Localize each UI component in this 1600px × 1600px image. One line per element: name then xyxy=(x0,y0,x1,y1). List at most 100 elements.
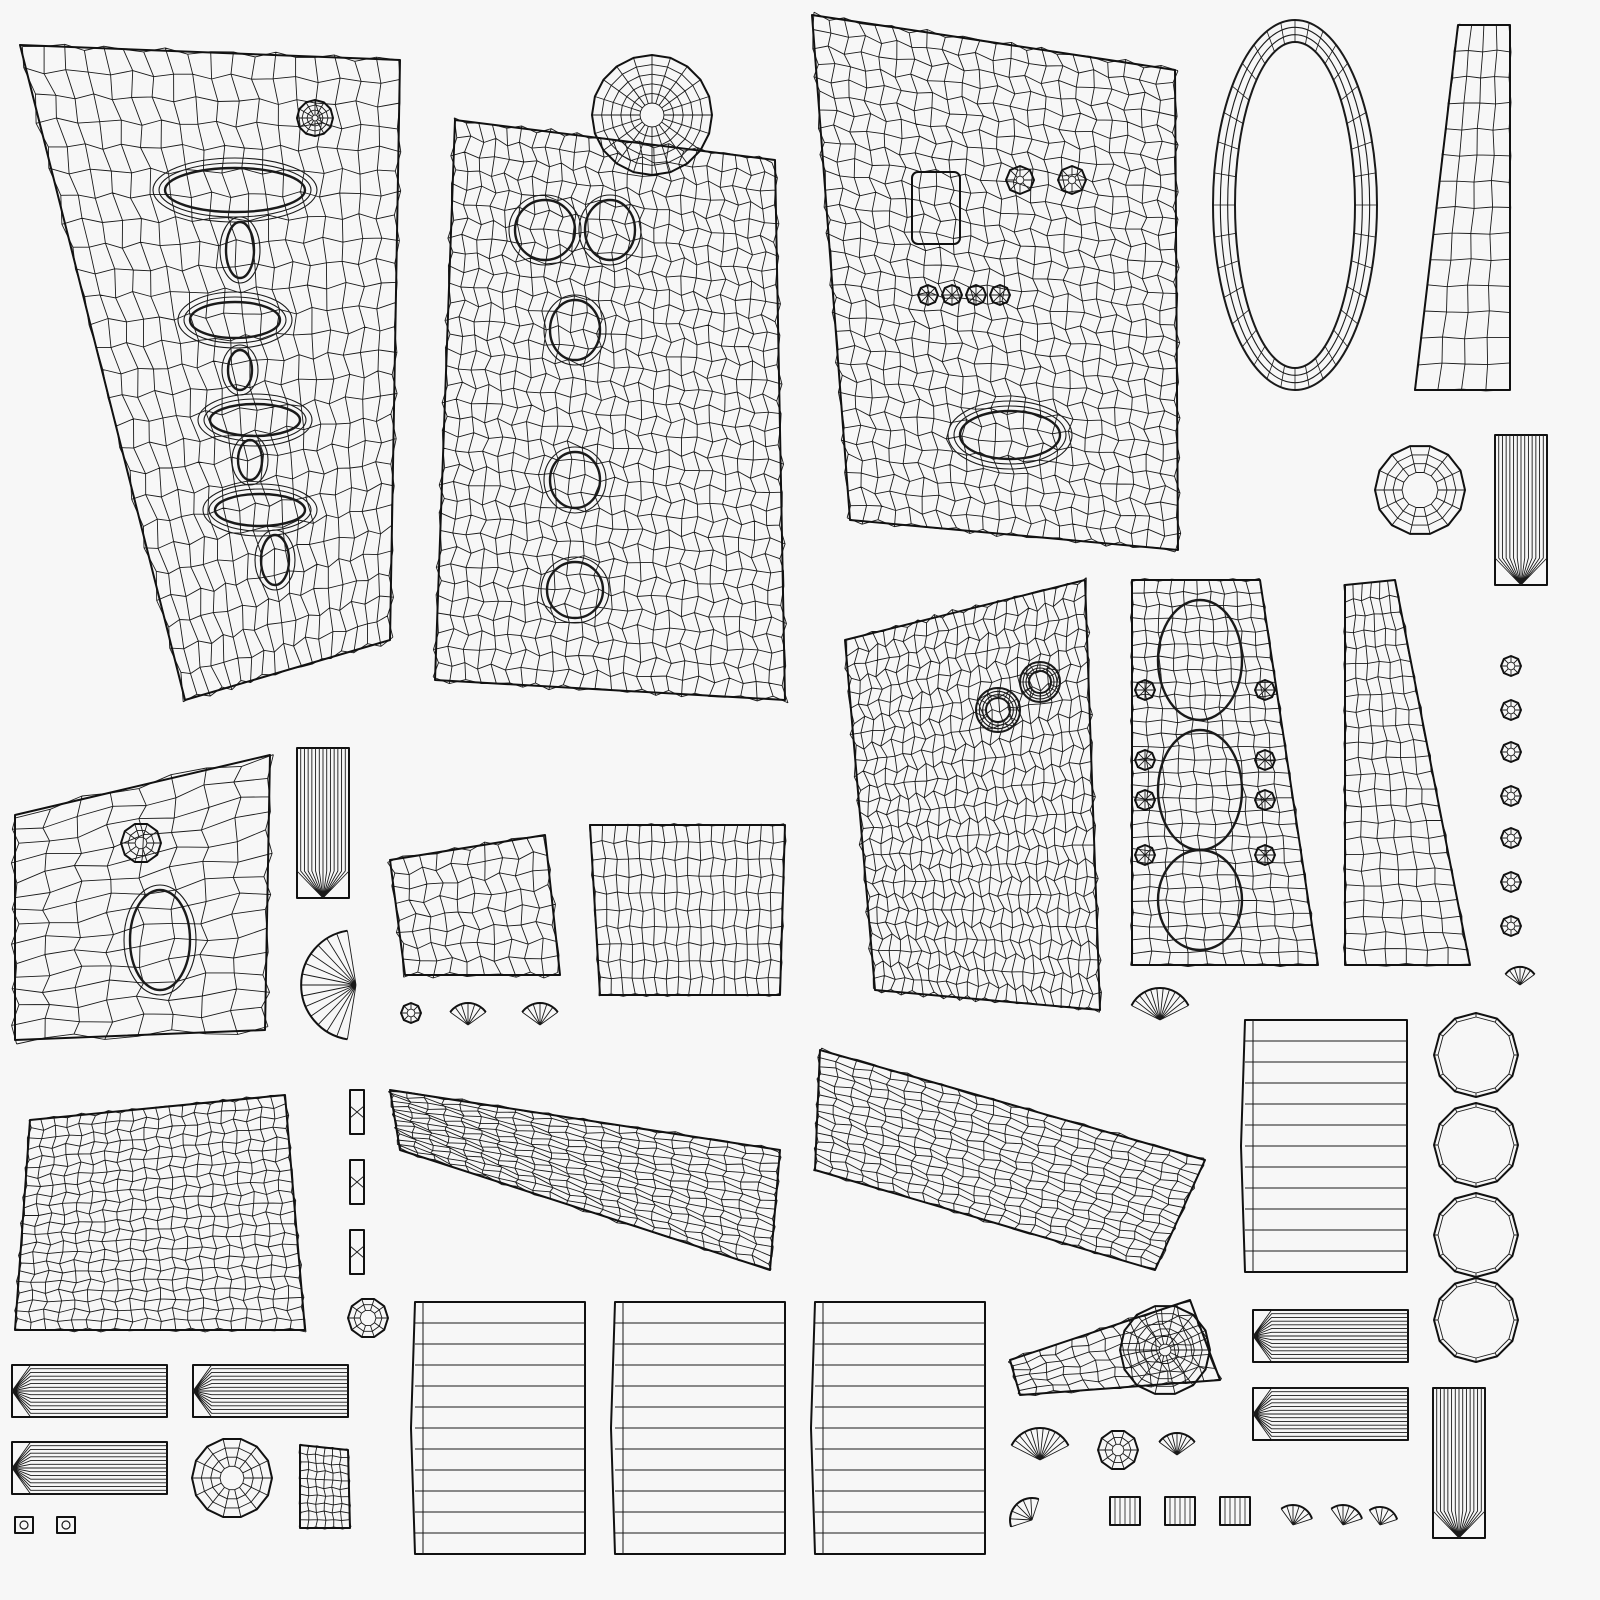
tag-piece-1 xyxy=(349,1159,365,1205)
torso-front-panel-cutout xyxy=(543,294,607,366)
back-eye-left xyxy=(1005,165,1035,195)
heel-piece xyxy=(298,1443,352,1530)
tube-top xyxy=(296,747,350,899)
octagon-bead-1 xyxy=(1500,699,1522,721)
round-cap-2 xyxy=(1374,445,1466,535)
back-button-0 xyxy=(917,284,939,306)
tag-piece-2 xyxy=(349,1229,365,1275)
side-strip xyxy=(1413,23,1512,392)
torso-left-panel-mesh xyxy=(21,43,402,703)
torso-left-panel-cutout xyxy=(236,438,264,482)
fan-a xyxy=(1130,987,1190,1021)
torso-left-panel-cutout xyxy=(158,162,312,218)
uv-islands-group xyxy=(10,11,1548,1555)
side-strip-border xyxy=(1414,24,1511,391)
octagon-bead-2 xyxy=(1500,741,1522,763)
chain-panel-cutout xyxy=(1156,728,1244,852)
octagon-bead-6 xyxy=(1500,915,1522,937)
back-button-1 xyxy=(941,284,963,306)
knuckle-panel xyxy=(387,834,561,979)
torso-front-panel-cutout xyxy=(583,198,637,262)
torso-front-panel-cutout xyxy=(548,298,602,362)
shoulder-ring-b xyxy=(1019,661,1061,703)
chain-panel xyxy=(1130,578,1319,967)
wheel-piece xyxy=(347,1298,389,1338)
wheel-piece-2 xyxy=(1097,1430,1139,1470)
tube-bottom-right xyxy=(1432,1387,1486,1539)
torso-back-panel-cutout xyxy=(947,400,1073,470)
chain-stud-r-0 xyxy=(1254,679,1276,701)
torso-left-panel-cutout xyxy=(259,533,291,587)
torso-left-panel xyxy=(19,43,402,703)
chain-stud-r-2 xyxy=(1254,789,1276,811)
pouch-wing-mesh xyxy=(1007,1300,1223,1397)
torso-front-collar xyxy=(591,54,713,176)
torso-left-rivet xyxy=(296,99,334,137)
torso-left-panel-cutout xyxy=(203,398,307,442)
knuckle-panel-mesh xyxy=(387,835,560,979)
bracket-rivet xyxy=(120,823,162,863)
tube-e xyxy=(1252,1387,1409,1441)
torso-left-panel-cutout xyxy=(221,344,259,396)
chain-stud-l-0 xyxy=(1134,679,1156,701)
cuff-panel-border xyxy=(589,824,786,996)
octagon-small xyxy=(400,1002,422,1024)
fan-j xyxy=(1368,1505,1399,1526)
tube-c xyxy=(11,1441,168,1495)
boot-strip xyxy=(1343,579,1471,967)
pouch-wing xyxy=(1007,1299,1223,1397)
fan-f xyxy=(1009,1497,1040,1528)
side-strip-mesh xyxy=(1413,23,1512,392)
fan-i xyxy=(1330,1503,1363,1526)
octagon-bead-5 xyxy=(1500,871,1522,893)
torso-left-panel-cutout xyxy=(231,434,269,486)
belt-ring xyxy=(1212,19,1378,391)
back-pocket xyxy=(911,171,961,245)
tube-b xyxy=(192,1364,349,1418)
torso-left-panel-cutout xyxy=(177,291,293,349)
sleeve-right xyxy=(813,1047,1206,1271)
tube-a xyxy=(11,1364,168,1418)
boot-strip-border xyxy=(1344,579,1471,966)
fan-b xyxy=(1010,1427,1070,1461)
bracket-left-cutout xyxy=(123,884,197,996)
torso-front-panel-cutout xyxy=(548,450,602,510)
plank-strip-b xyxy=(610,1301,786,1555)
heel-piece-mesh xyxy=(298,1443,352,1530)
chain-stud-r-1 xyxy=(1254,749,1276,771)
cuff-panel-mesh xyxy=(588,823,787,997)
shoulder-panel-border xyxy=(844,579,1101,1011)
torso-front-panel-cutout xyxy=(578,194,642,266)
back-button-2 xyxy=(965,284,987,306)
torso-front-panel-cutout xyxy=(545,560,605,620)
torso-left-panel-cutout xyxy=(208,488,312,532)
bracket-left-cutout xyxy=(128,888,192,992)
heel-piece-border xyxy=(299,1444,351,1529)
link-ring-0 xyxy=(1433,1012,1519,1098)
torso-front-panel xyxy=(432,117,789,704)
fan-d xyxy=(449,1002,487,1026)
octagon-bead-3 xyxy=(1500,785,1522,807)
eyelet-1 xyxy=(56,1516,76,1534)
torso-front-panel-mesh xyxy=(432,117,789,704)
torso-left-panel-cutout xyxy=(213,492,307,528)
torso-front-panel-border xyxy=(434,119,786,701)
cuff-panel xyxy=(588,823,787,997)
link-ring-3 xyxy=(1433,1277,1519,1363)
torso-front-panel-cutout xyxy=(513,198,577,262)
pouch-center xyxy=(1119,1305,1211,1395)
torso-left-panel-cutout xyxy=(224,220,256,280)
torso-front-panel-cutout xyxy=(540,556,610,624)
torso-back-panel xyxy=(811,11,1182,553)
torso-left-panel-cutout xyxy=(226,348,254,392)
sleeve-right-mesh xyxy=(813,1047,1205,1270)
tag-piece-0 xyxy=(349,1089,365,1135)
link-ring-1 xyxy=(1433,1102,1519,1188)
torso-left-panel-cutout xyxy=(197,393,313,447)
back-button-3 xyxy=(989,284,1011,306)
torso-back-panel-border xyxy=(811,14,1179,551)
chain-panel-border xyxy=(1131,579,1319,966)
plank-strip-a xyxy=(410,1301,586,1555)
chain-stud-l-1 xyxy=(1134,749,1156,771)
